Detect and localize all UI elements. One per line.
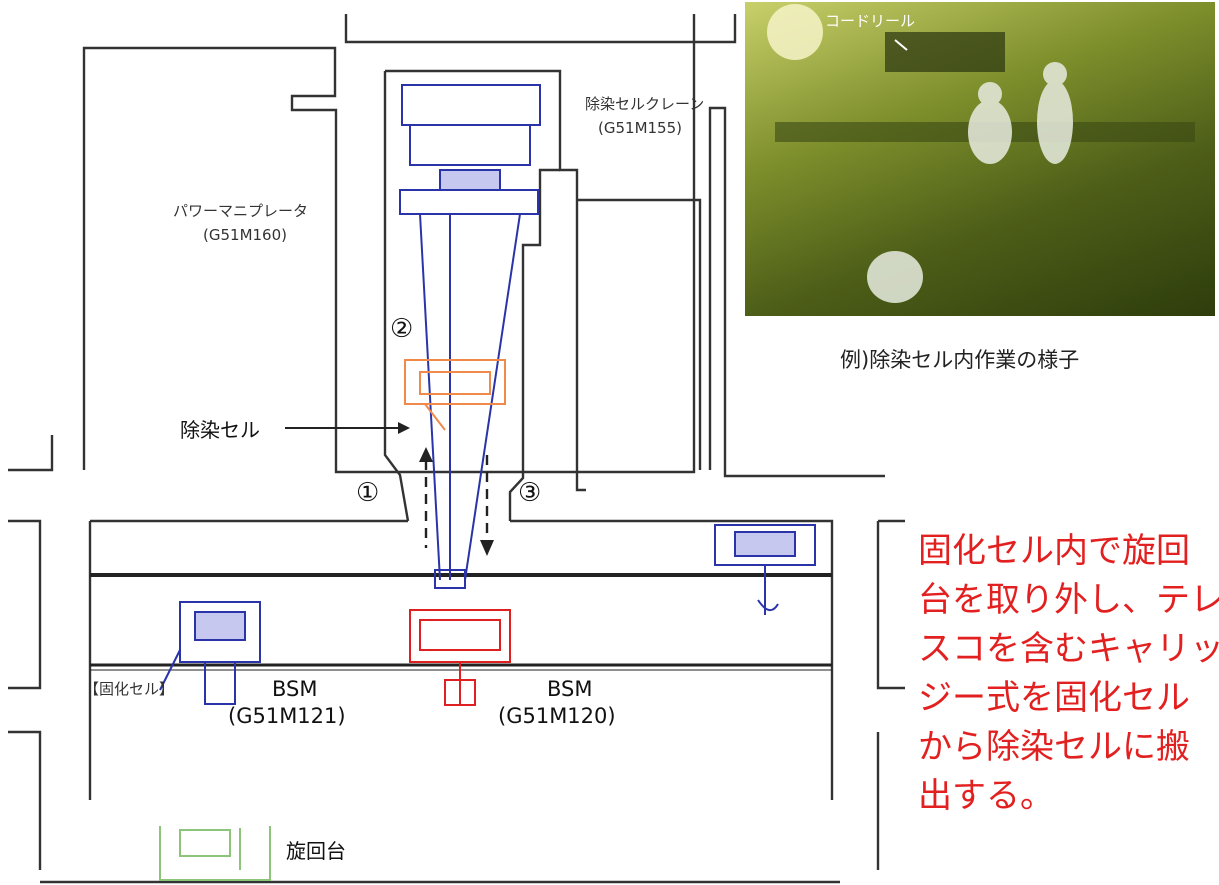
photo-arrow xyxy=(894,39,908,51)
note-line: から除染セルに搬 xyxy=(918,727,1190,767)
note-line: 出する。 xyxy=(918,776,1054,816)
worker-figures xyxy=(867,62,1073,303)
arrow-up-head xyxy=(419,447,433,462)
crane-name-label: 除染セルクレーン xyxy=(585,95,705,113)
bsm-right-code: (G51M120) xyxy=(498,704,616,728)
bsm-right-name: BSM xyxy=(547,677,593,701)
bsm-unit-left xyxy=(159,601,261,705)
bsm-left-code: (G51M121) xyxy=(228,704,346,728)
work-photo: コードリール xyxy=(745,2,1215,316)
step-2-marker: ② xyxy=(390,314,414,344)
moving-unit-red xyxy=(409,609,511,706)
manipulator-name-label: パワーマニプレータ xyxy=(173,202,309,220)
step-1-marker: ① xyxy=(356,478,380,508)
bsm-unit-right xyxy=(714,524,816,615)
note-line: ジー式を固化セル xyxy=(918,678,1190,718)
crane-code-label: (G51M155) xyxy=(598,119,682,137)
carried-unit-step2 xyxy=(404,359,506,431)
turntable-unit xyxy=(159,826,271,881)
turntable-label: 旋回台 xyxy=(286,839,346,863)
note-line: 固化セル内で旋回 xyxy=(918,531,1190,571)
arrow-down-head xyxy=(480,540,494,556)
cell-walls xyxy=(8,14,905,884)
decon-cell-crane xyxy=(399,84,541,589)
decon-cell-label: 除染セル xyxy=(180,418,260,442)
procedure-note: 固化セル内で旋回 台を取り外し、テレ スコを含むキャリッ ジー式を固化セル から… xyxy=(918,527,1219,821)
note-line: 台を取り外し、テレ xyxy=(918,580,1219,620)
decon-cell-pointer-head xyxy=(398,422,410,434)
photo-caption: 例)除染セル内作業の様子 xyxy=(840,348,1080,372)
note-line: スコを含むキャリッ xyxy=(918,629,1219,669)
bsm-left-name: BSM xyxy=(272,677,318,701)
photo-inset-label: コードリール xyxy=(825,12,916,30)
step-3-marker: ③ xyxy=(518,478,542,508)
solidification-cell-label: 【固化セル】 xyxy=(84,680,175,698)
work-photo-scene xyxy=(767,4,1195,303)
manipulator-code-label: (G51M160) xyxy=(203,226,287,244)
